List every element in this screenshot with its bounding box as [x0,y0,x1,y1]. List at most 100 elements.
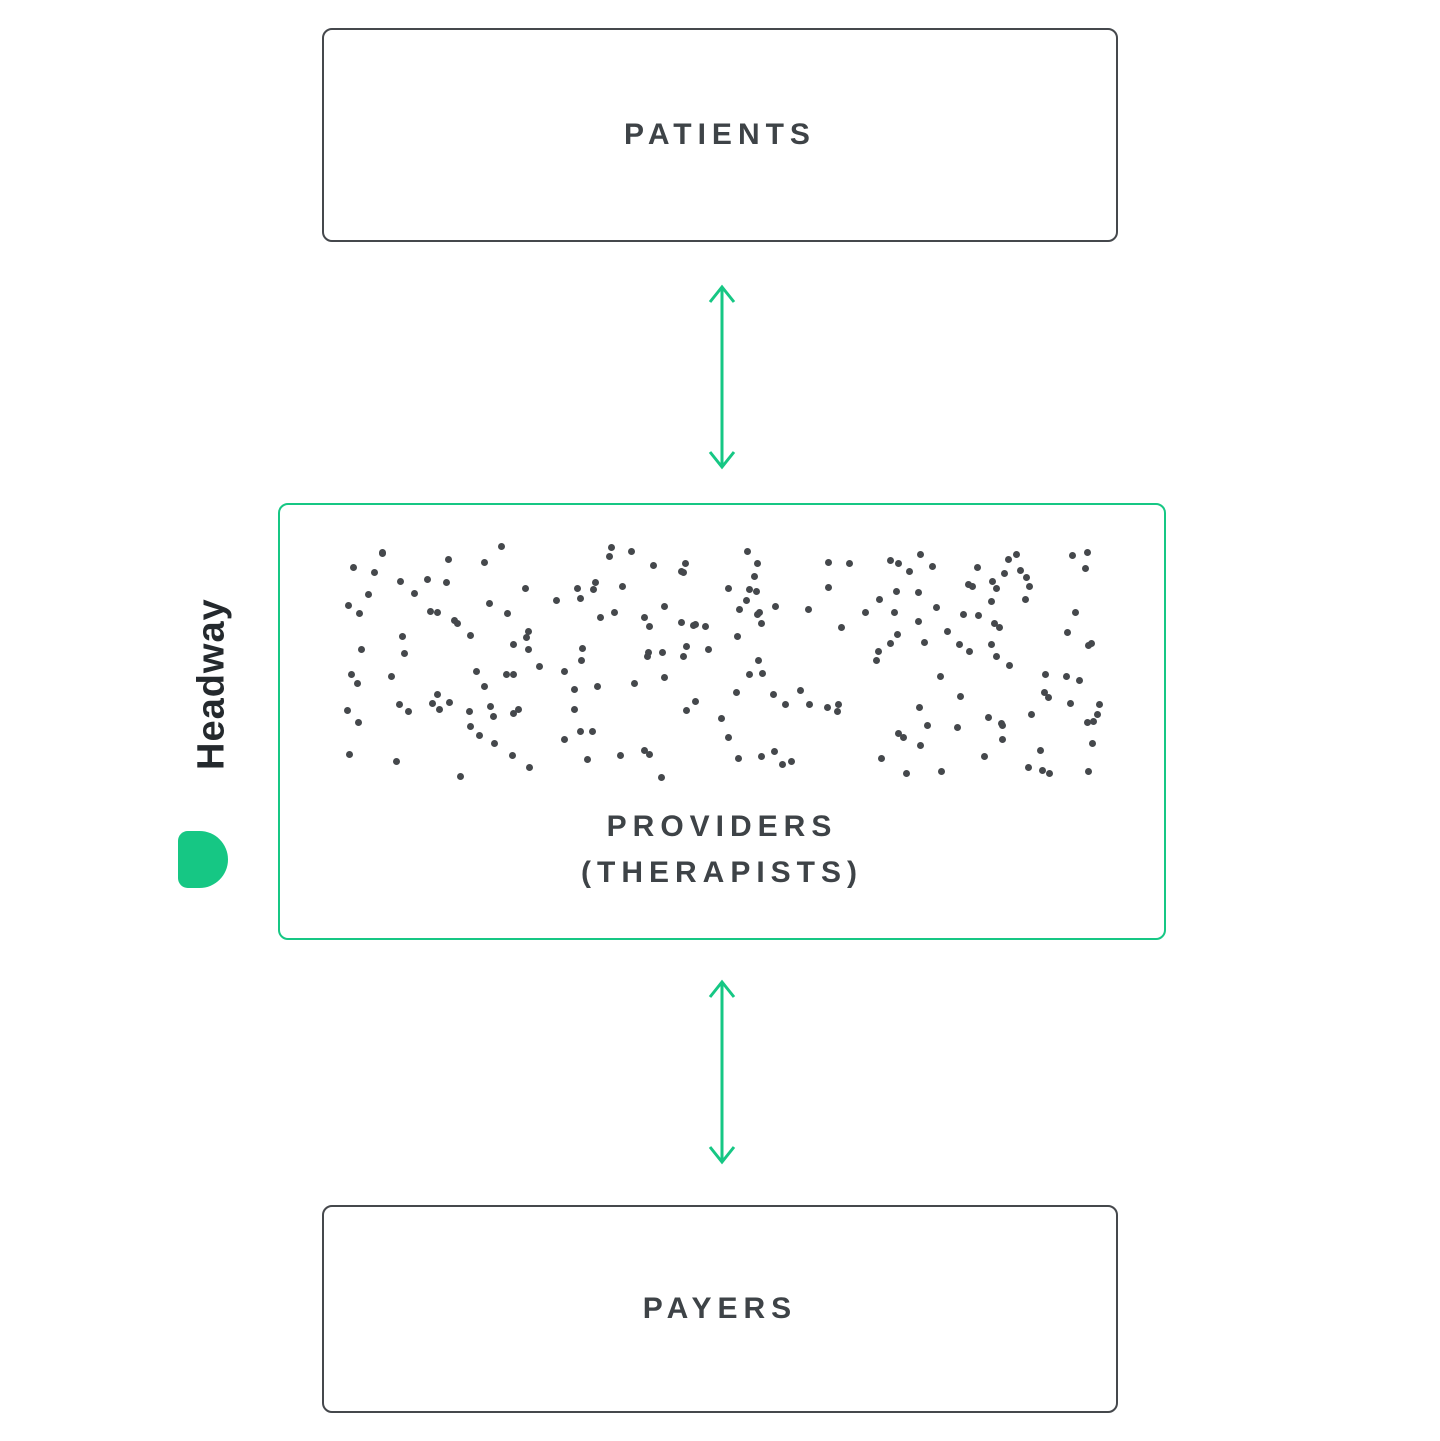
provider-dot [650,562,657,569]
provider-dot [1064,629,1071,636]
provider-dot [1067,700,1074,707]
providers-box: PROVIDERS (THERAPISTS) [278,503,1166,940]
provider-dot [356,610,363,617]
provider-dot [876,596,883,603]
provider-dot [355,719,362,726]
provider-dot [590,586,597,593]
provider-dot [705,646,712,653]
provider-dot [579,645,586,652]
provider-dot [473,668,480,675]
provider-dot [1039,767,1046,774]
provider-dot [606,553,613,560]
provider-dot [571,706,578,713]
provider-dot [388,673,395,680]
provider-dot [1041,689,1048,696]
provider-dot [589,728,596,735]
provider-dot [509,752,516,759]
provider-dot [628,548,635,555]
provider-dot [393,758,400,765]
headway-logomark-icon [178,831,228,888]
provider-dot [743,597,750,604]
provider-dot [1094,711,1101,718]
provider-dot [491,740,498,747]
provider-dot [617,752,624,759]
provider-dot [680,653,687,660]
provider-dot [894,631,901,638]
double-arrow-top-icon [702,281,742,473]
provider-dot [401,650,408,657]
provider-dot [929,563,936,570]
provider-dot [503,671,510,678]
provider-dot [770,691,777,698]
provider-dot [399,633,406,640]
provider-dot [834,708,841,715]
provider-dot [434,609,441,616]
provider-dot [680,569,687,576]
provider-dot [974,564,981,571]
provider-dot [1037,747,1044,754]
provider-dot [577,728,584,735]
provider-dot [631,680,638,687]
provider-dot [736,606,743,613]
provider-dot [436,706,443,713]
provider-dot [954,724,961,731]
providers-labels: PROVIDERS (THERAPISTS) [280,804,1164,896]
provider-dot [835,701,842,708]
provider-dot [1042,671,1049,678]
provider-dot [584,756,591,763]
provider-dot [824,704,831,711]
provider-dot [348,671,355,678]
provider-dot [522,585,529,592]
provider-dot [358,646,365,653]
provider-dot [644,653,651,660]
provider-dot [424,576,431,583]
provider-dot [1090,718,1097,725]
provider-dot [1026,583,1033,590]
provider-dot [578,657,585,664]
provider-dot [903,770,910,777]
provider-dot [577,595,584,602]
provider-dot [597,614,604,621]
provider-dot [969,583,976,590]
provider-dot [887,557,894,564]
provider-dot [921,639,928,646]
provider-dot [985,714,992,721]
provider-dot [429,700,436,707]
provider-dot [825,584,832,591]
provider-dot [806,701,813,708]
provider-dot [988,641,995,648]
provider-dot [446,699,453,706]
provider-dot [805,606,812,613]
provider-dot [1063,673,1070,680]
provider-dot [646,751,653,758]
provider-dot [466,708,473,715]
provider-dot [608,544,615,551]
provider-dot [917,551,924,558]
provider-dot [754,560,761,567]
provider-dot [891,609,898,616]
provider-dot [993,653,1000,660]
provider-dot [661,674,668,681]
provider-dot [1085,642,1092,649]
provider-dot [692,621,699,628]
provider-dot [345,602,352,609]
provider-dot [937,673,944,680]
provider-dot [746,671,753,678]
provider-dot [454,620,461,627]
provider-dot [933,604,940,611]
provider-dot [592,579,599,586]
provider-dot [755,657,762,664]
double-arrow-bottom-icon [702,976,742,1168]
payers-label: PAYERS [642,1292,798,1325]
provider-dot [917,742,924,749]
provider-dot [1045,694,1052,701]
provider-dot [481,559,488,566]
provider-dot [510,671,517,678]
provider-dot [641,614,648,621]
provider-dot [476,732,483,739]
provider-dot [1013,551,1020,558]
provider-dot [999,736,1006,743]
provider-dot [1076,677,1083,684]
provider-dot [1082,565,1089,572]
